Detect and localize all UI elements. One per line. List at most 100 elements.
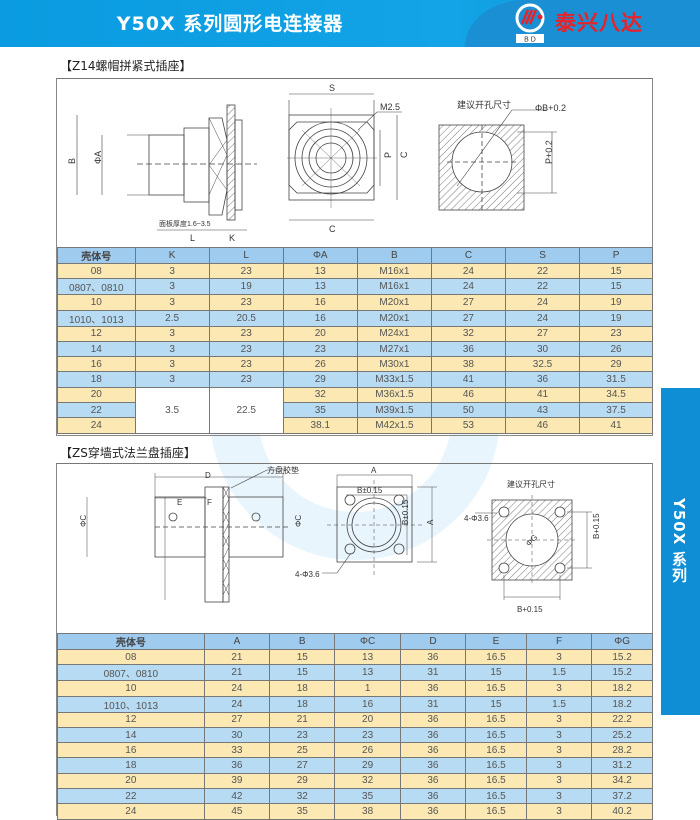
table-cell: 18.2: [591, 695, 653, 713]
table-cell: 26: [334, 742, 401, 759]
table-cell: 13: [282, 262, 358, 280]
table-cell: 3: [525, 726, 593, 744]
table-cell: 24: [430, 262, 506, 280]
table-cell: 16: [57, 356, 136, 373]
svg-text:F: F: [207, 498, 212, 507]
table-cell: 46: [430, 386, 506, 404]
svg-text:A: A: [426, 519, 435, 525]
table-cell: 3: [134, 340, 210, 358]
table-cell: 1010、1013: [57, 309, 136, 327]
table-cell: 34.5: [579, 386, 653, 404]
table-cell: 30: [504, 340, 581, 358]
column-header: 壳体号: [57, 633, 205, 650]
table-cell: 53: [430, 417, 506, 434]
table-cell: 15.2: [591, 648, 653, 666]
column-header: L: [208, 247, 284, 264]
table-cell: 23: [208, 340, 284, 358]
table-cell: 24: [57, 417, 136, 434]
table-cell: 32: [334, 772, 401, 790]
table-cell: 24: [430, 278, 506, 296]
table-cell: 24: [203, 695, 271, 713]
table-cell: 27: [504, 325, 581, 342]
table-cell: 38.1: [282, 417, 358, 434]
table-cell: 22: [504, 262, 581, 280]
svg-text:B: B: [67, 158, 77, 164]
table-cell: 41: [579, 417, 653, 434]
svg-text:建议开孔尺寸: 建议开孔尺寸: [507, 479, 555, 489]
table-cell: 3: [134, 294, 210, 311]
table-cell: 23: [208, 262, 284, 280]
table-cell: M27x1: [356, 340, 432, 358]
table-cell: 3: [525, 742, 593, 759]
table-cell: 16.5: [465, 711, 527, 728]
side-tab-label: Y50X 系列: [670, 498, 688, 584]
column-header: ΦC: [334, 633, 401, 650]
table-cell: 36: [399, 788, 467, 805]
table-cell: 16.5: [465, 742, 527, 759]
column-header: B: [356, 247, 432, 264]
table-cell: M16x1: [356, 262, 432, 280]
table-cell: 38: [430, 356, 506, 373]
table-cell: 16: [57, 742, 205, 759]
table-cell: 3: [134, 278, 210, 296]
table-cell: 29: [282, 371, 358, 388]
table-cell: 36: [399, 726, 467, 744]
table-cell: 3.5: [134, 386, 210, 434]
table-cell: 19: [579, 294, 653, 311]
table-cell: 23: [208, 371, 284, 388]
section1-drawings: B ΦA 面板厚度1.6~3.5 L K S M2.5 P C C 建议开孔尺寸…: [67, 83, 566, 243]
table-cell: 14: [57, 726, 205, 744]
table-cell: M39x1.5: [356, 402, 432, 419]
svg-text:B±0.15: B±0.15: [401, 499, 410, 525]
table-cell: 29: [334, 757, 401, 774]
column-header: F: [525, 633, 593, 650]
table-cell: 25.2: [591, 726, 653, 744]
table-cell: M33x1.5: [356, 371, 432, 388]
table-cell: 33: [203, 742, 271, 759]
table-cell: 15: [465, 695, 527, 713]
table-cell: 15: [465, 664, 527, 682]
svg-text:方盘胶垫: 方盘胶垫: [267, 465, 299, 475]
table-cell: M20x1: [356, 294, 432, 311]
table-cell: 39: [203, 772, 271, 790]
table-cell: 22: [57, 402, 136, 419]
table-cell: 23: [334, 726, 401, 744]
table-cell: 36: [399, 757, 467, 774]
table-cell: 29: [579, 356, 653, 373]
table-cell: 21: [269, 711, 336, 728]
table-cell: 36: [399, 648, 467, 666]
table-cell: 24: [504, 294, 581, 311]
table-cell: 35: [334, 788, 401, 805]
table-cell: 24: [504, 309, 581, 327]
column-header: C: [430, 247, 506, 264]
table-cell: 16.5: [465, 788, 527, 805]
table-cell: 1.5: [525, 664, 593, 682]
page-title: Y50X 系列圆形电连接器: [116, 13, 344, 35]
table-cell: 18: [57, 371, 136, 388]
table-cell: 35: [269, 803, 336, 820]
table-cell: M24x1: [356, 325, 432, 342]
table-cell: 16.5: [465, 726, 527, 744]
table-cell: 3: [134, 356, 210, 373]
table-cell: 13: [282, 278, 358, 296]
table-cell: 32: [430, 325, 506, 342]
table-cell: M36x1.5: [356, 386, 432, 404]
table-cell: M42x1.5: [356, 417, 432, 434]
table-cell: 29: [269, 772, 336, 790]
table-cell: 32: [269, 788, 336, 805]
table-cell: 27: [430, 294, 506, 311]
table-cell: 41: [504, 386, 581, 404]
svg-text:4-Φ3.6: 4-Φ3.6: [295, 570, 320, 579]
table-cell: 32.5: [504, 356, 581, 373]
column-header: E: [465, 633, 527, 650]
svg-text:P: P: [383, 152, 393, 158]
table-cell: 1010、1013: [57, 695, 205, 713]
svg-text:C: C: [329, 224, 336, 234]
